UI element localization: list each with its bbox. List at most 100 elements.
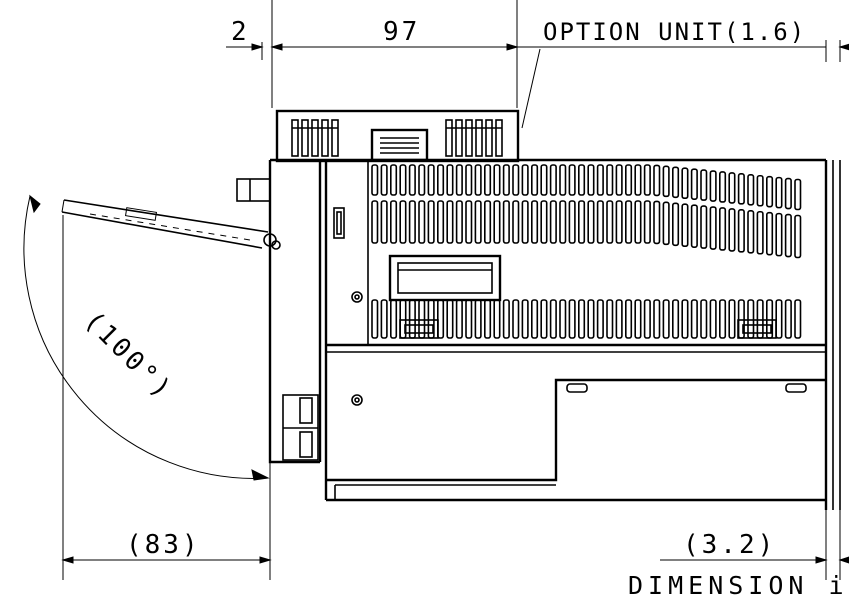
vent-slot	[615, 200, 623, 244]
vent-slot	[530, 299, 539, 339]
vent-slot	[596, 200, 604, 244]
vent-slot	[671, 299, 680, 339]
right-clearance-label: (3.2)	[683, 530, 776, 560]
vent-slot	[587, 299, 595, 339]
vent-slot	[418, 200, 426, 244]
vent-slot	[690, 299, 698, 339]
vent-slot	[399, 164, 407, 196]
depth-dimension-label: 97	[383, 17, 420, 47]
vent-slot	[455, 200, 463, 244]
vent-slot	[737, 299, 745, 339]
dimension-unit-note: DIMENSION in	[628, 571, 849, 600]
vent-slot	[634, 164, 642, 196]
vent-slot	[681, 299, 689, 339]
vent-slot	[765, 211, 774, 256]
vent-slot	[399, 200, 407, 244]
vent-slot	[606, 299, 614, 339]
vent-slot	[418, 299, 426, 339]
vent-slot	[399, 299, 407, 339]
vent-slot	[483, 200, 492, 244]
vent-slot	[577, 299, 586, 339]
vent-slot	[465, 299, 473, 339]
vent-slot	[690, 204, 698, 248]
bottom-dimension-lines	[61, 215, 849, 580]
vent-slot	[718, 207, 727, 251]
vent-slot	[559, 299, 567, 339]
vent-slot	[521, 299, 529, 339]
vent-slot	[653, 200, 661, 245]
vent-slot	[540, 299, 548, 339]
vent-slot	[465, 164, 473, 196]
vent-slot	[747, 174, 755, 206]
option-unit-label: OPTION UNIT(1.6)	[543, 18, 806, 46]
vent-slot	[700, 169, 708, 201]
vent-slot	[474, 164, 482, 196]
vent-slot	[446, 200, 454, 244]
vent-slot	[408, 299, 416, 339]
vent-slot	[493, 299, 501, 339]
vent-slot	[662, 299, 670, 339]
vent-slot	[371, 200, 379, 244]
vent-slot	[775, 299, 783, 339]
vent-slot	[512, 164, 520, 196]
vent-slot	[615, 299, 623, 339]
vent-slot	[596, 299, 604, 339]
vent-slot	[559, 164, 567, 196]
vent-slot	[446, 299, 454, 339]
vent-slot	[643, 200, 651, 244]
vent-slot	[784, 299, 792, 339]
vent-slot	[653, 299, 661, 339]
vent-slot	[643, 164, 651, 196]
vent-slot	[446, 164, 454, 196]
vent-slot	[465, 200, 473, 244]
vent-slot	[408, 164, 416, 196]
vent-slot	[681, 203, 689, 248]
vent-slot	[775, 212, 783, 257]
vent-slot	[709, 170, 717, 202]
vent-slot	[371, 164, 379, 196]
vent-slot	[747, 210, 755, 254]
top-dimension-lines	[226, 0, 849, 129]
vent-slot	[587, 164, 595, 196]
vent-slot	[671, 166, 680, 199]
vent-slot	[709, 299, 717, 339]
vent-slot	[700, 205, 708, 249]
vent-slot	[794, 299, 802, 339]
vent-slot	[559, 200, 567, 244]
door-swing-angle-label: (100°)	[78, 306, 178, 406]
vent-slot	[493, 200, 501, 244]
vent-slot	[662, 165, 670, 198]
vent-slot	[371, 299, 379, 339]
vent-slot	[784, 213, 792, 258]
vent-slot	[502, 164, 510, 196]
vent-slot	[474, 299, 482, 339]
vent-slot	[568, 299, 576, 339]
vent-slot	[427, 200, 435, 244]
vent-slot	[653, 164, 661, 197]
opened-cover	[61, 199, 269, 249]
vent-slot	[455, 299, 463, 339]
vent-slot	[521, 200, 529, 244]
vent-slot	[427, 164, 435, 196]
vent-slot	[681, 167, 689, 200]
vent-slot	[540, 164, 548, 196]
vent-slot	[794, 178, 802, 211]
vent-slot	[577, 164, 586, 196]
vent-slot	[418, 164, 426, 196]
vent-slot	[427, 299, 435, 339]
vent-slot	[700, 299, 708, 339]
vent-slot	[530, 200, 539, 244]
vent-slot	[380, 299, 388, 339]
vent-slot	[549, 200, 557, 244]
vent-slot	[587, 200, 595, 244]
vent-slot	[737, 209, 745, 253]
vent-slot	[643, 299, 651, 339]
swing-arc	[23, 194, 270, 481]
vent-slot	[577, 200, 586, 244]
vent-slot	[502, 200, 510, 244]
vent-slot	[728, 172, 736, 204]
vent-slot	[436, 164, 445, 196]
vent-slot	[512, 200, 520, 244]
vent-slot	[568, 164, 576, 196]
vent-slot	[624, 200, 633, 244]
